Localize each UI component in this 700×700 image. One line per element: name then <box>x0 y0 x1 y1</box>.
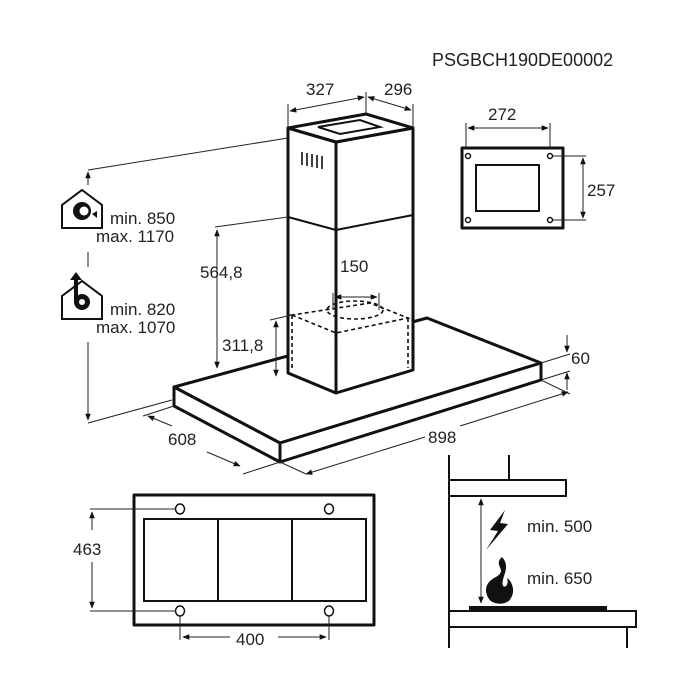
flame-icon <box>486 557 514 604</box>
lower-chimney-height-label: 564,8 <box>200 263 243 282</box>
plate-width-label: 272 <box>488 105 516 124</box>
electric-clearance-label: min. 500 <box>527 517 592 536</box>
hood-width-label: 898 <box>428 428 456 447</box>
extract-max-label: max. 1070 <box>96 318 175 337</box>
mounting-hole-icon <box>174 503 335 617</box>
model-code: PSGBCH190DE00002 <box>432 50 613 70</box>
hood-thickness-label: 60 <box>571 349 590 368</box>
hood-depth-label: 608 <box>168 430 196 449</box>
mounting-plate: 272 257 <box>460 105 615 230</box>
motor-box-height-label: 311,8 <box>222 336 263 355</box>
duct-diameter-label: 150 <box>340 257 368 276</box>
keyhole-icon <box>464 152 554 224</box>
recirc-max-label: max. 1170 <box>96 227 174 246</box>
chimney-depth-label: 296 <box>384 80 412 99</box>
gas-clearance-label: min. 650 <box>527 569 592 588</box>
plate-height-label: 257 <box>587 181 615 200</box>
clearance-side-view: min. 500 min. 650 <box>448 455 637 648</box>
house-recirculation-icon <box>61 188 103 229</box>
chimney-dimensions: 327 296 <box>287 80 414 128</box>
chimney-top-opening <box>317 118 384 136</box>
recirc-min-label: min. 850 <box>110 209 175 228</box>
hole-width-label: 400 <box>236 630 264 649</box>
vent-slots-icon <box>301 152 323 169</box>
extract-min-label: min. 820 <box>110 300 175 319</box>
motor-box-hidden <box>289 300 411 392</box>
chimney <box>286 112 415 395</box>
hood-bottom-view: 463 400 <box>73 493 376 649</box>
hole-depth-label: 463 <box>73 540 101 559</box>
house-extraction-icon <box>61 272 103 320</box>
chimney-width-label: 327 <box>306 80 334 99</box>
lightning-icon <box>486 510 508 550</box>
